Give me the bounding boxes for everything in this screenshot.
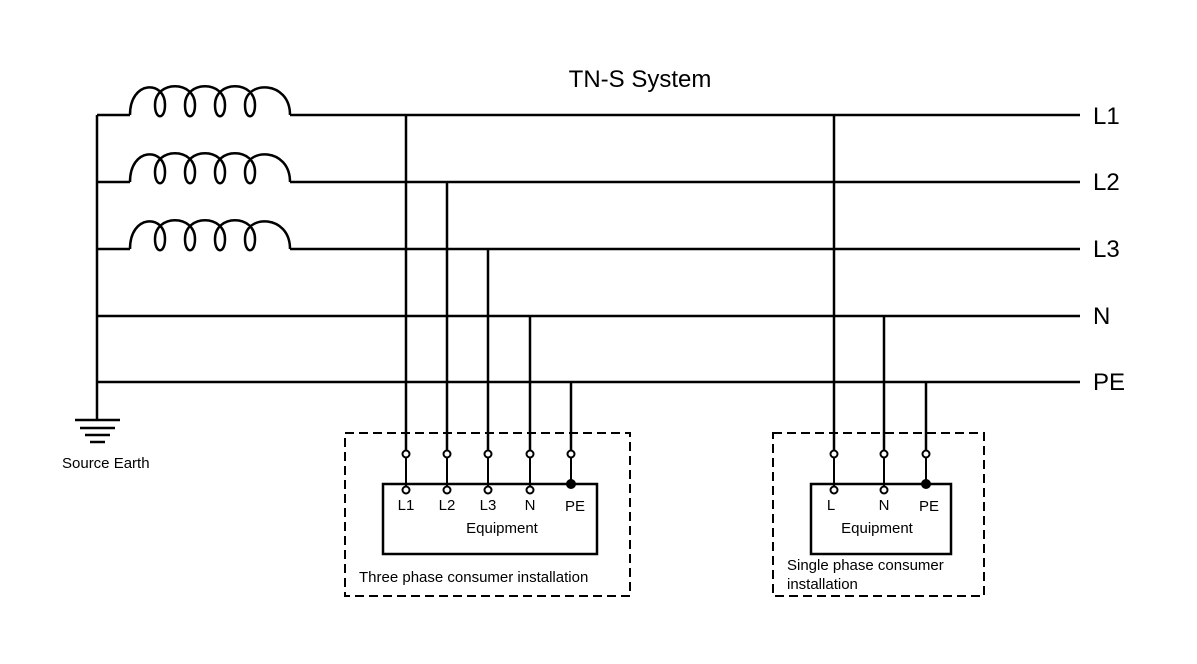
terminal-label-l2: L2 [439, 497, 456, 514]
terminal-upper-single-n [879, 449, 889, 459]
diagram-title: TN-S System [569, 66, 712, 93]
coil-l3-icon [128, 219, 292, 252]
terminal-lower-pe [566, 479, 576, 489]
three-phase-installation-caption: Three phase consumer installation [359, 569, 588, 586]
source-earth-label: Source Earth [62, 455, 150, 472]
coil-l2-icon [128, 152, 292, 185]
three-phase-installation: L1 L2 L3 N PE Equipment Three phase cons… [344, 115, 631, 597]
line-label-l3: L3 [1093, 236, 1120, 263]
terminal-lower-n [525, 485, 535, 495]
terminal-lower-l3 [483, 485, 493, 495]
terminal-lower-single-l [829, 485, 839, 495]
terminal-label-n: N [525, 497, 536, 514]
single-phase-equipment [809, 482, 953, 556]
terminal-lower-single-pe [921, 479, 931, 489]
terminal-upper-l3 [483, 449, 493, 459]
terminal-lower-l1 [401, 485, 411, 495]
terminal-lower-single-n [879, 485, 889, 495]
three-phase-equipment-label: Equipment [466, 520, 539, 537]
single-phase-installation-caption-line1: Single phase consumer [787, 557, 944, 574]
source-bus [95, 113, 130, 420]
terminal-upper-single-l [829, 449, 839, 459]
single-phase-equipment-label: Equipment [841, 520, 914, 537]
terminal-label-pe: PE [565, 498, 585, 515]
line-label-l2: L2 [1093, 169, 1120, 196]
terminal-lower-l2 [442, 485, 452, 495]
three-phase-equipment [381, 482, 599, 556]
line-label-pe: PE [1093, 369, 1125, 396]
single-phase-installation-boundary [772, 432, 985, 597]
coil-l1-icon [128, 85, 292, 118]
terminal-label-l1: L1 [398, 497, 415, 514]
terminal-upper-l2 [442, 449, 452, 459]
terminal-upper-single-pe [921, 449, 931, 459]
terminal-upper-n [525, 449, 535, 459]
single-phase-installation-caption-line2: installation [787, 576, 858, 593]
line-label-n: N [1093, 303, 1110, 330]
line-label-l1: L1 [1093, 103, 1120, 130]
terminal-label-single-n: N [879, 497, 890, 514]
terminal-label-single-pe: PE [919, 498, 939, 515]
terminal-upper-l1 [401, 449, 411, 459]
terminal-upper-pe [566, 449, 576, 459]
single-phase-installation: L N PE Equipment Single phase consumer i… [772, 115, 985, 597]
terminal-label-single-l: L [827, 497, 835, 514]
earth-ground-icon [75, 418, 120, 444]
terminal-label-l3: L3 [480, 497, 497, 514]
